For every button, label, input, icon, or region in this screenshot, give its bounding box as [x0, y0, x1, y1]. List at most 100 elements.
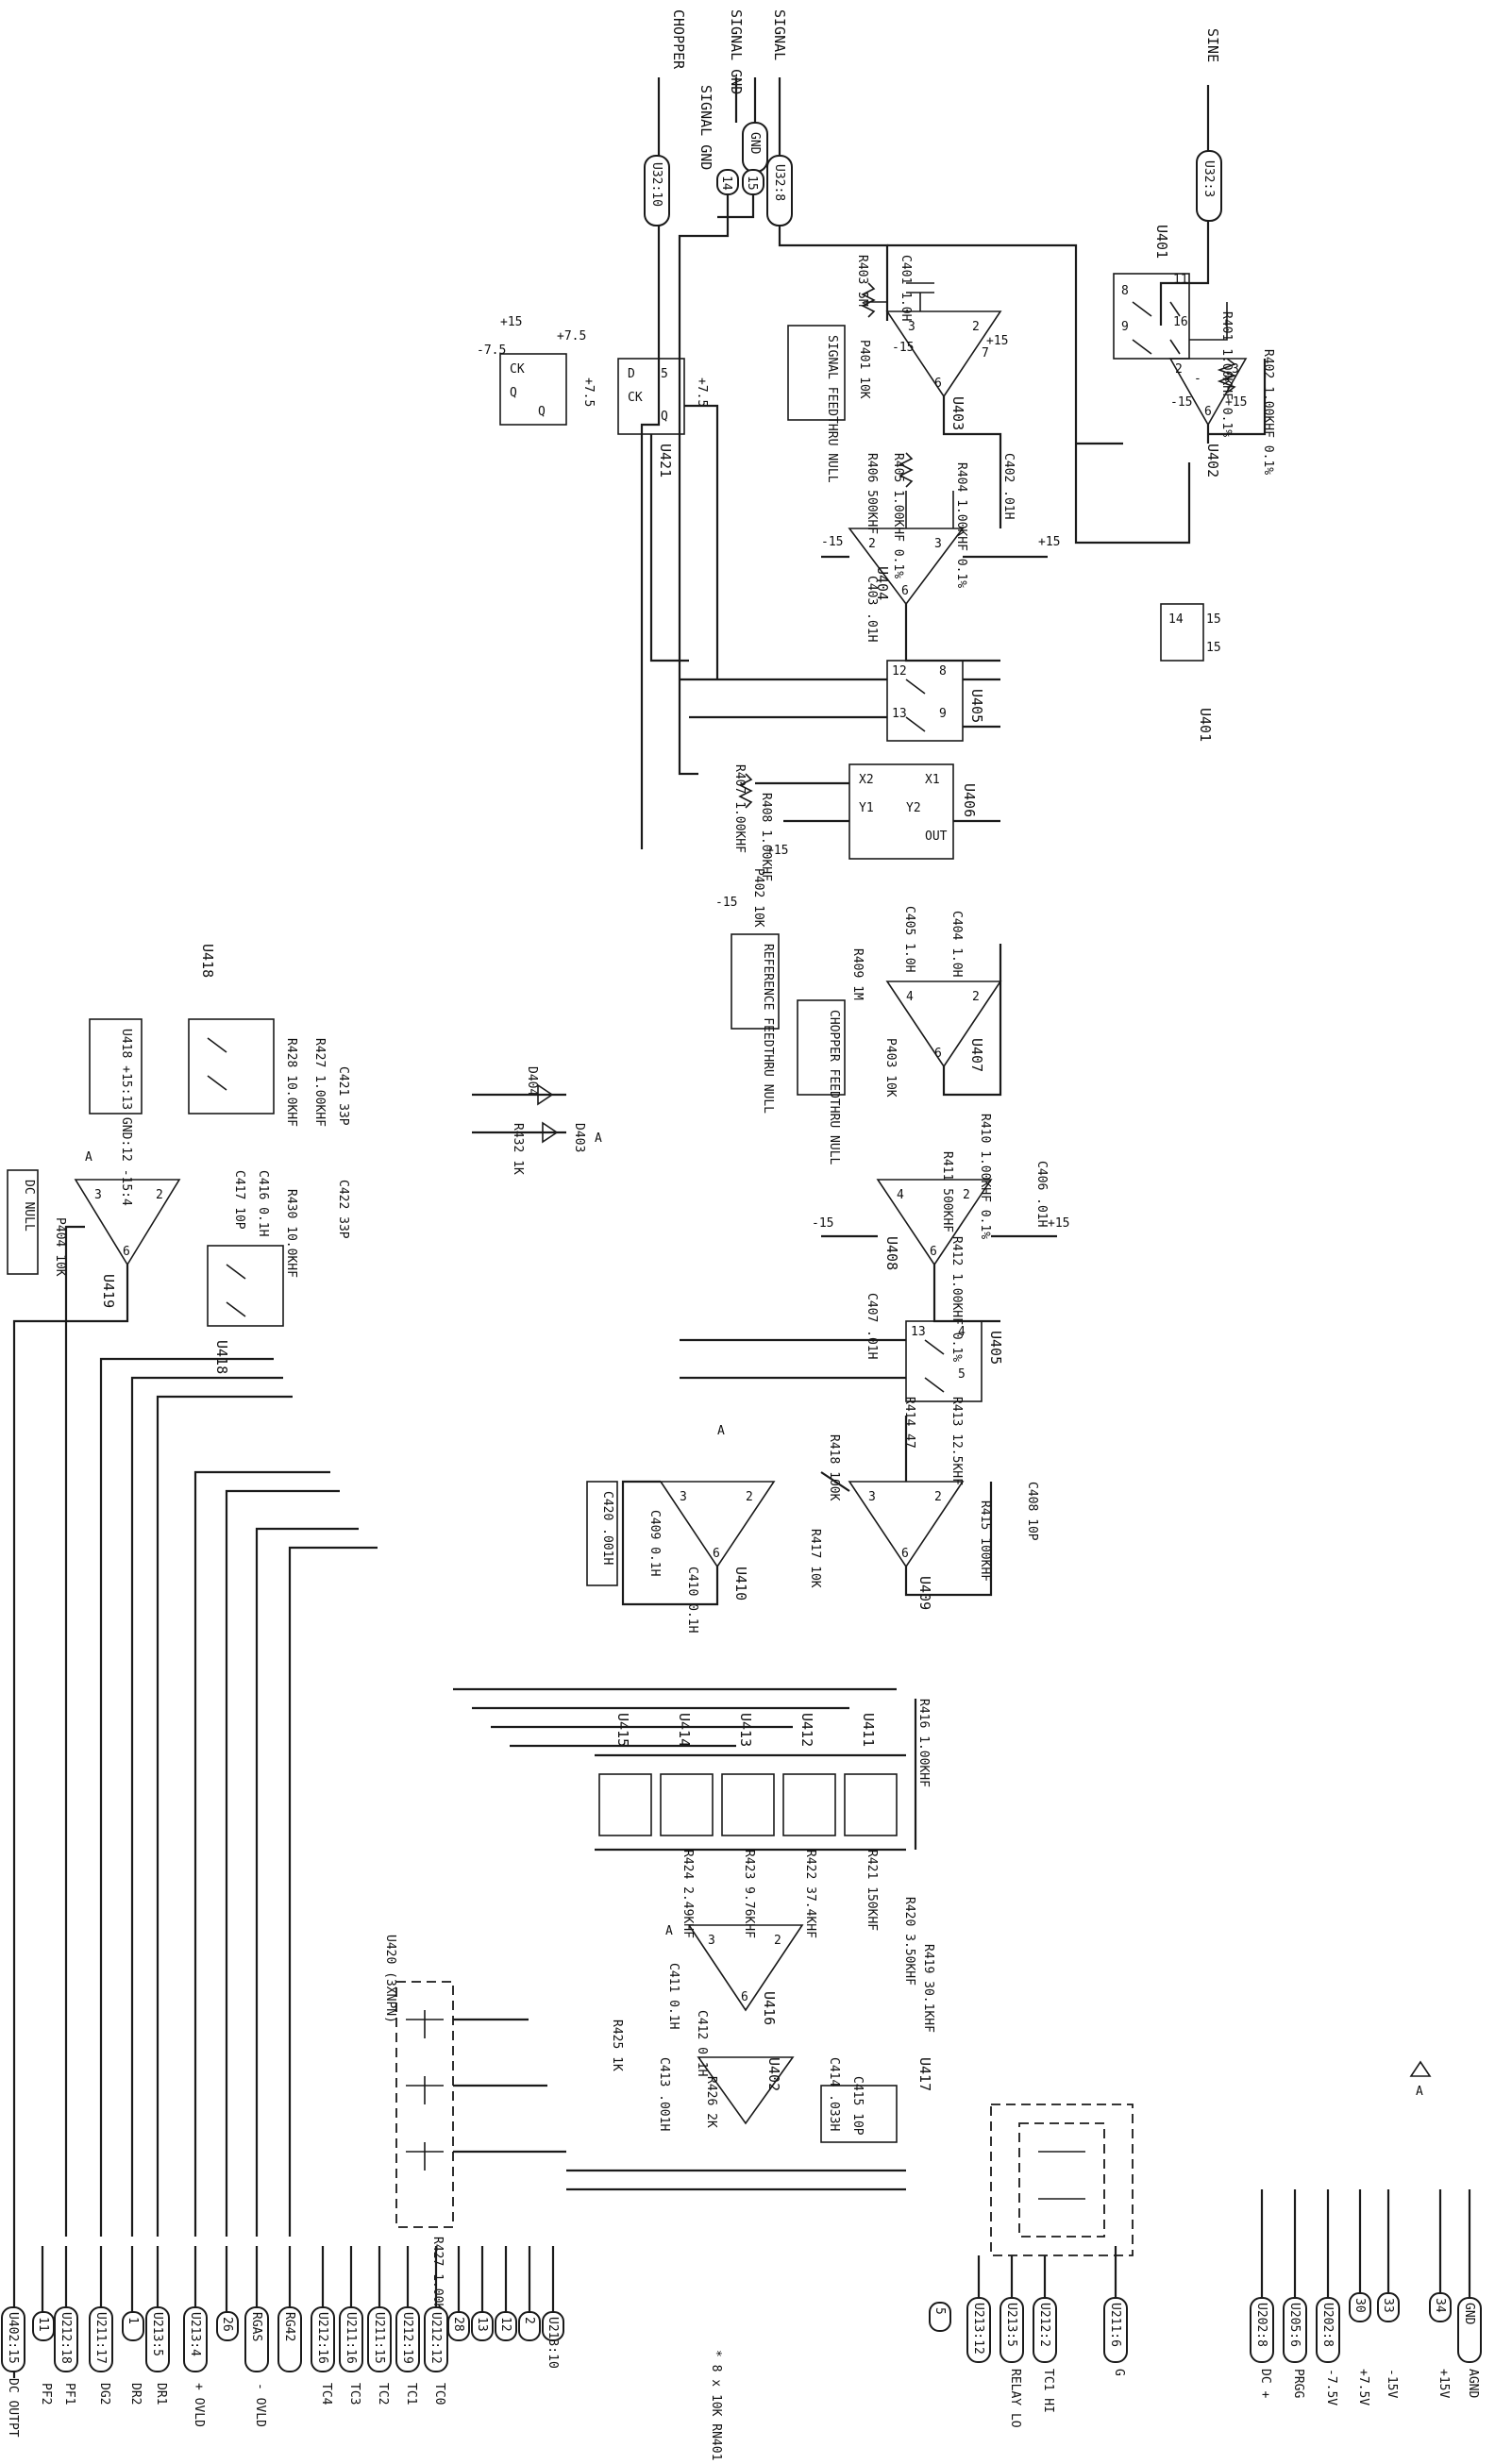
d403-label: D403 [572, 1123, 586, 1152]
svg-text:DG2: DG2 [97, 2383, 111, 2405]
svg-text:-15: -15 [812, 1216, 833, 1231]
r416-label: R416 1.00KHF [916, 1699, 931, 1787]
c420-label: C420 .001H [600, 1491, 614, 1565]
svg-text:7: 7 [982, 346, 989, 360]
label-signal: SIGNAL [771, 9, 788, 60]
reference-null-block: P402 10K REFERENCE FEEDTHRU NULL -15+15 [715, 844, 788, 1114]
svg-text:34: 34 [1433, 2298, 1447, 2313]
svg-text:2: 2 [868, 537, 876, 551]
svg-text:2: 2 [972, 990, 980, 1004]
svg-text:2: 2 [774, 1934, 781, 1948]
d404-label: D404 [525, 1066, 539, 1096]
svg-text:TC3: TC3 [347, 2383, 361, 2405]
rail-symbols: +15 A A A A A [85, 315, 1432, 2099]
bottom-signal-names: DC OUTPT PF2 PF1 DG2 DR2 DR1 + OVLD - OV… [6, 2369, 1480, 2438]
svg-text:13: 13 [911, 1325, 926, 1339]
svg-text:U211:6: U211:6 [1108, 2303, 1122, 2347]
r426-label: R426 2K [704, 2076, 718, 2128]
u421-label: U421 [657, 444, 674, 478]
svg-text:+15: +15 [1225, 395, 1247, 410]
c406-label: C406 .01H [1034, 1161, 1049, 1227]
svg-text:U213:12: U213:12 [971, 2303, 985, 2355]
svg-text:X1: X1 [925, 773, 940, 787]
r422-label: R422 37.4KHF [803, 1850, 817, 1938]
svg-text:15: 15 [1206, 612, 1221, 627]
svg-text:+7.5: +7.5 [581, 377, 596, 407]
u403-label: U403 [949, 396, 966, 430]
svg-text:12: 12 [892, 664, 907, 679]
svg-text:U211:16: U211:16 [344, 2312, 358, 2364]
svg-text:+: + [1222, 372, 1230, 386]
u408-label: U408 [883, 1236, 900, 1270]
c404-label: C404 1.0H [949, 911, 964, 977]
r404-label: R404 1.00KHF 0.1% [954, 462, 968, 588]
svg-text:6: 6 [741, 1990, 748, 2004]
r403-label: R403 5M [855, 255, 869, 307]
svg-text:+7.5V: +7.5V [1356, 2369, 1370, 2405]
svg-text:6: 6 [930, 1245, 937, 1259]
svg-text:U212:2: U212:2 [1037, 2303, 1051, 2347]
svg-text:6: 6 [901, 1547, 909, 1561]
top-input-wires [640, 77, 1210, 849]
svg-text:+15: +15 [766, 844, 788, 858]
svg-text:2: 2 [972, 320, 980, 334]
chopper-null-note: CHOPPER FEEDTHRU NULL [827, 1010, 841, 1165]
svg-text:+15: +15 [986, 334, 1008, 348]
u411-label: U411 [860, 1713, 877, 1747]
c409-label: C409 0.1H [647, 1510, 662, 1576]
svg-text:6: 6 [1204, 405, 1212, 419]
svg-text:6: 6 [934, 377, 942, 391]
u420-transistors: U420 (3XNPN) R427 1.00KHF [383, 1935, 566, 2325]
label-signal-gnd-2: SIGNAL GND [697, 85, 714, 170]
r424-label: R424 2.49KHF [680, 1850, 695, 1938]
svg-text:A: A [665, 1924, 673, 1938]
svg-text:DR2: DR2 [128, 2383, 143, 2405]
c416-label: C416 0.1H [256, 1170, 270, 1236]
svg-text:4: 4 [897, 1188, 904, 1202]
u417-switch: U417 C414 .033H C415 10P [566, 2057, 933, 2191]
svg-text:CK: CK [628, 391, 643, 405]
u416-label: U416 [761, 1991, 778, 2025]
svg-text:3: 3 [680, 1490, 687, 1504]
svg-text:GND: GND [1462, 2303, 1476, 2325]
p403-label: P403 10K [883, 1038, 898, 1098]
u402-label: U402 [1204, 444, 1221, 478]
svg-text:A: A [1416, 2085, 1423, 2099]
tag-u323: U32:3 [1201, 160, 1216, 197]
svg-text:2: 2 [522, 2317, 536, 2324]
rn401-tag: R427 1.00KHF [430, 2237, 445, 2325]
svg-text:+15: +15 [1048, 1216, 1069, 1231]
c402-label: C402 .01H [1001, 453, 1016, 519]
svg-text:Q: Q [661, 410, 668, 424]
svg-text:3: 3 [908, 320, 915, 334]
svg-text:8: 8 [939, 664, 947, 679]
u418-switch: U418 U418 +15:13 GND:12 -15:4 R427 1.00K… [89, 944, 350, 1206]
u407-label: U407 [968, 1038, 985, 1072]
c421-label: C421 33P [336, 1066, 350, 1126]
u409-label: U409 [916, 1576, 933, 1610]
svg-text:+15: +15 [1038, 535, 1060, 549]
r405-label: R405 1.00KHF 0.1% [891, 453, 905, 578]
svg-text:15: 15 [1206, 641, 1221, 655]
u418-power-note: U418 +15:13 GND:12 -15:4 [119, 1029, 133, 1206]
svg-text:U212:12: U212:12 [428, 2312, 443, 2364]
r421-label: R421 150KHF [865, 1850, 879, 1931]
p404-label: P404 10K [53, 1217, 67, 1277]
svg-text:U213:10: U213:10 [546, 2317, 560, 2369]
u406-label: U406 [961, 783, 978, 817]
r412-label: R412 1.00KHF 0.1% [949, 1236, 964, 1362]
svg-text:14: 14 [1168, 612, 1184, 627]
r417-label: R417 10K [808, 1529, 822, 1588]
c403-label: C403 .01H [865, 576, 879, 642]
svg-text:2: 2 [934, 1490, 942, 1504]
svg-text:9: 9 [939, 707, 947, 721]
dc-null-note: DC NULL [22, 1180, 36, 1232]
top-connector-tags: U32:10 GND U32:8 14 15 U32:3 [644, 122, 1222, 226]
svg-text:CK: CK [510, 362, 525, 377]
